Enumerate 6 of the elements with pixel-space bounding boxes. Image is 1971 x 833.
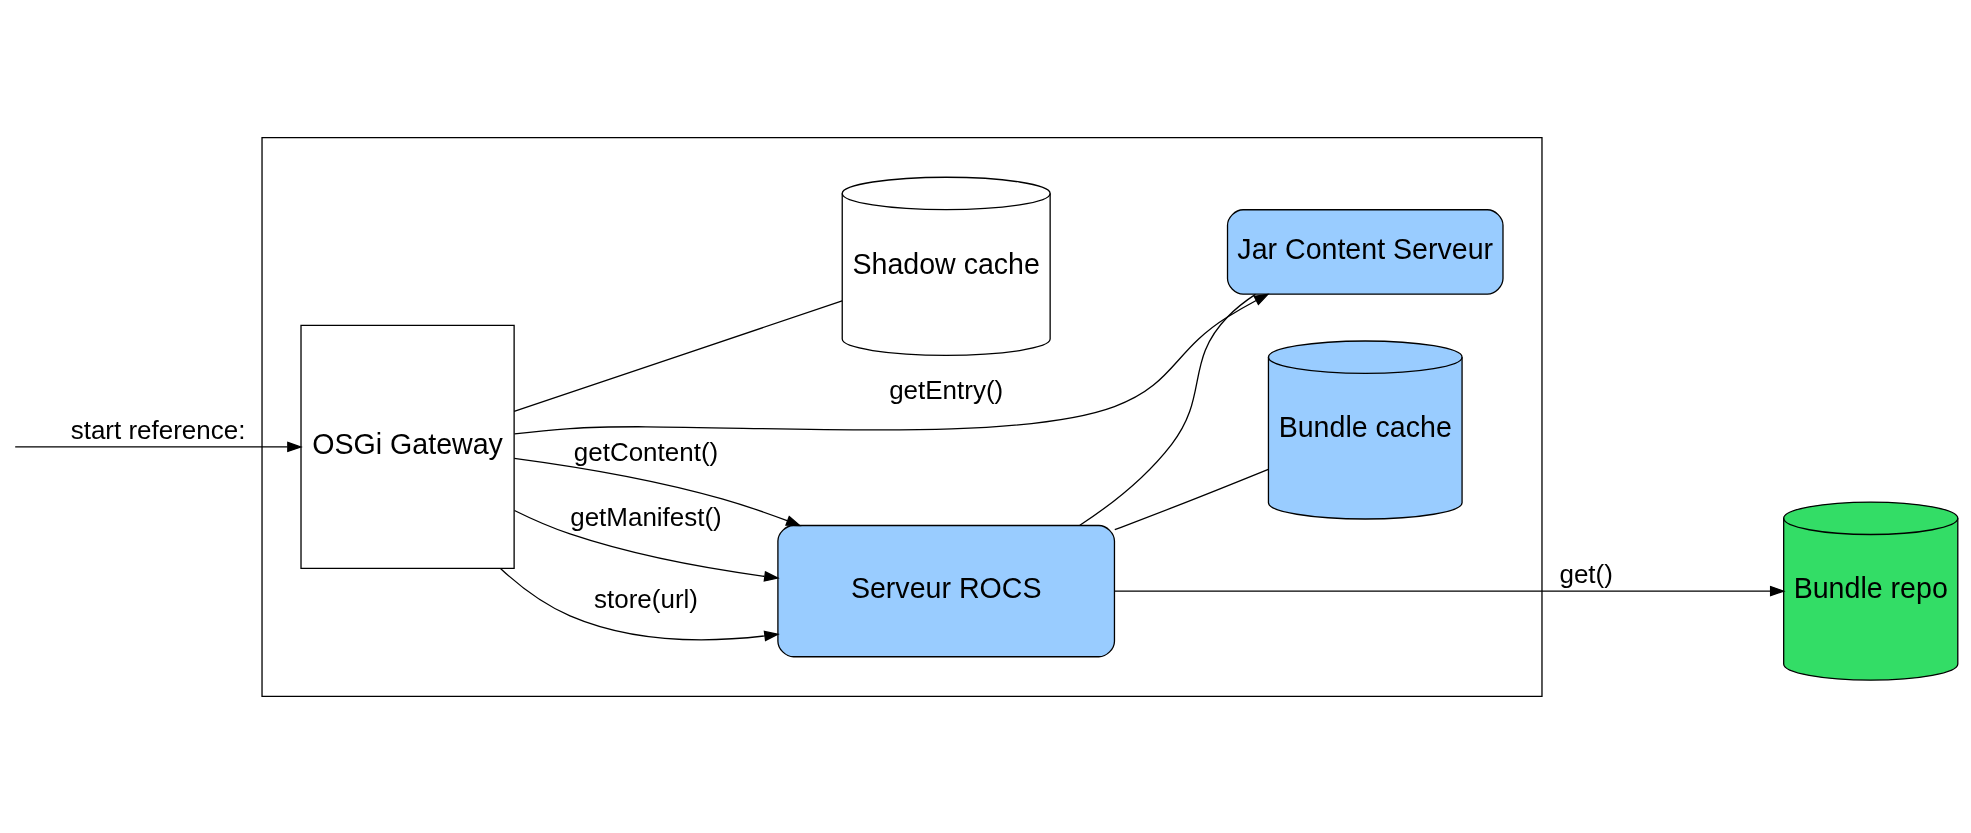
edge-label: get() xyxy=(1558,558,1613,589)
edge-label: store(url) xyxy=(593,583,698,614)
edge-label: getEntry() xyxy=(888,374,1003,405)
edge-label: getManifest() xyxy=(569,501,722,532)
edge-label: getContent() xyxy=(573,436,718,467)
edge-label: start reference: xyxy=(70,414,245,445)
